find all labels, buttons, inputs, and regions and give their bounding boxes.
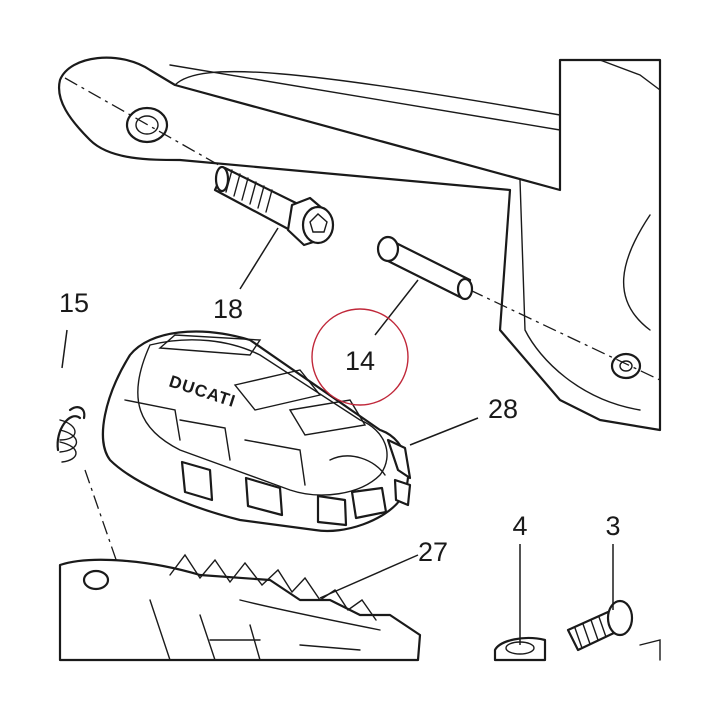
pivot-hole-inner (135, 115, 159, 135)
frame-bracket (57, 56, 662, 432)
pin-hole-inner (619, 360, 633, 372)
callout-14: 14 (345, 346, 375, 376)
pivot-pin (376, 235, 474, 301)
highlight-circle (311, 308, 409, 406)
screw (566, 599, 634, 652)
leader-28 (409, 417, 479, 446)
flange-bolt (213, 165, 335, 247)
callout-28: 28 (488, 394, 518, 424)
frame-edge (639, 639, 661, 661)
footpeg-rubber: DUCATI (101, 330, 412, 533)
pin-hole (610, 352, 642, 380)
leader-14 (374, 279, 419, 336)
return-spring (56, 406, 86, 463)
axis-line-pin (469, 289, 661, 381)
callout-3: 3 (605, 511, 620, 541)
leader-15 (61, 329, 68, 369)
callout-15: 15 (59, 288, 89, 318)
callout-4: 4 (512, 511, 527, 541)
footpeg-body (58, 553, 422, 662)
callout-18: 18 (213, 294, 243, 324)
callout-27: 27 (418, 537, 448, 567)
leader-18 (239, 227, 279, 290)
leader-27 (319, 554, 419, 599)
